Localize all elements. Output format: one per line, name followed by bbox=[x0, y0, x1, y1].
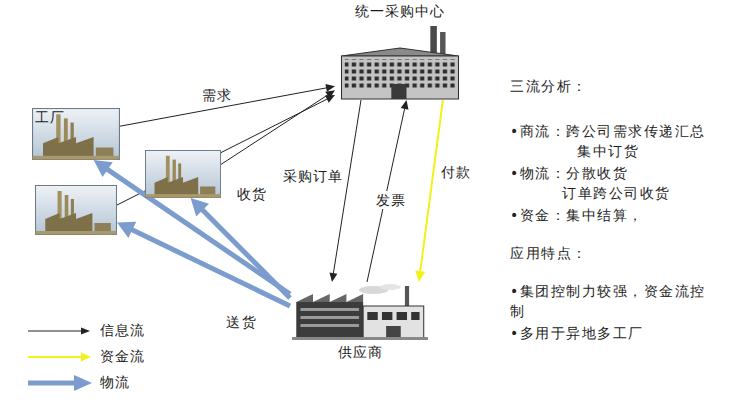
analysis-text: 应用特点： bbox=[510, 243, 588, 263]
info-flow-connector bbox=[120, 84, 335, 126]
node-text-holder: 供应商 bbox=[290, 344, 430, 362]
connector-line bbox=[420, 100, 443, 273]
factory bbox=[145, 150, 221, 198]
flow-label: 送货 bbox=[226, 312, 257, 332]
analysis-text: •商流：跨公司需求传递汇总 bbox=[510, 121, 706, 141]
goods-flow-connector bbox=[117, 222, 290, 306]
factory bbox=[35, 185, 117, 235]
goods-flow-connector bbox=[94, 160, 290, 294]
legend-text: 物流 bbox=[100, 374, 130, 392]
analysis-text: 三流分析： bbox=[510, 76, 588, 96]
purchasing-center-building bbox=[335, 26, 465, 100]
connector-label: 需求 bbox=[200, 86, 234, 104]
goods-flow-sample bbox=[28, 375, 92, 391]
supplier: 供应商 bbox=[290, 282, 430, 362]
node-label: 工厂 bbox=[32, 109, 120, 127]
info-flow-connector bbox=[221, 90, 335, 164]
analysis-text: 订单跨公司收货 bbox=[562, 183, 671, 203]
node-label: 供应商 bbox=[290, 344, 430, 362]
legend-text: 资金流 bbox=[100, 348, 145, 366]
analysis-text: •物流：分散收货 bbox=[510, 163, 628, 183]
factory: 工厂 bbox=[32, 108, 120, 160]
info-flow-connector bbox=[367, 100, 409, 282]
connector-line bbox=[221, 94, 329, 164]
arrowhead bbox=[325, 95, 335, 103]
connector-label: 付款 bbox=[439, 163, 473, 181]
analysis-text: 集中订货 bbox=[577, 141, 639, 161]
arrowhead bbox=[191, 198, 209, 216]
node-text-holder: 工厂 bbox=[32, 109, 120, 127]
analysis-text: •多用于异地多工厂 bbox=[510, 323, 644, 343]
factory-picture bbox=[145, 150, 221, 198]
connector-line bbox=[117, 99, 328, 205]
connector-line bbox=[333, 100, 361, 274]
arrowhead bbox=[94, 160, 113, 177]
connector-line bbox=[130, 229, 290, 306]
connector-label: 采购订单 bbox=[281, 167, 345, 185]
connector-label: 收货 bbox=[235, 185, 269, 203]
arrowhead bbox=[117, 222, 136, 238]
info-flow-connector bbox=[329, 100, 361, 282]
info-flow-sample bbox=[28, 328, 90, 335]
legend-text: 信息流 bbox=[100, 322, 145, 340]
analysis-text: •资金：集中结算， bbox=[510, 205, 644, 225]
arrowhead bbox=[401, 100, 409, 110]
money-flow-connector bbox=[415, 100, 443, 282]
connector-label: 发票 bbox=[374, 191, 408, 209]
node-label: 统一采购中心 bbox=[335, 3, 465, 21]
info-flow-connector bbox=[117, 95, 335, 205]
analysis-text: •集团控制力较强，资金流控制 bbox=[510, 281, 719, 321]
arrowhead bbox=[415, 270, 425, 282]
money-flow-sample bbox=[28, 353, 91, 362]
factory-picture bbox=[35, 185, 117, 235]
purchasing-center: 统一采购中心 bbox=[335, 2, 465, 100]
arrowhead bbox=[329, 272, 337, 282]
supplier-building bbox=[290, 282, 430, 340]
node-text-holder: 统一采购中心 bbox=[335, 3, 465, 21]
